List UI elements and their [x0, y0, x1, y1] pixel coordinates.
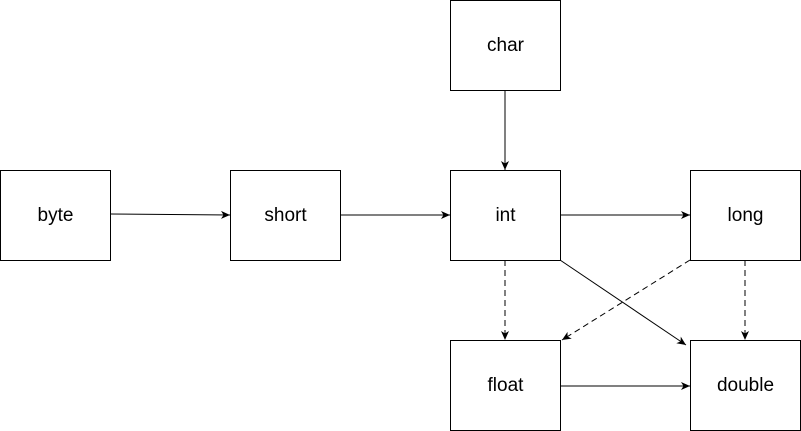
node-float-label: float — [487, 374, 524, 396]
node-byte: byte — [0, 170, 111, 261]
node-char: char — [450, 0, 561, 91]
node-double: double — [690, 340, 801, 431]
node-double-label: double — [716, 374, 775, 396]
node-long: long — [690, 170, 801, 261]
node-byte-label: byte — [37, 204, 74, 226]
node-int: int — [450, 170, 561, 261]
node-int-label: int — [495, 204, 516, 226]
edge-long-to-float — [561, 259, 691, 341]
node-char-label: char — [487, 34, 524, 56]
node-short-label: short — [264, 204, 307, 226]
edge-int-to-double — [559, 259, 687, 346]
node-long-label: long — [727, 204, 764, 226]
edge-byte-to-short — [109, 210, 231, 219]
node-float: float — [450, 340, 561, 431]
node-short: short — [230, 170, 341, 261]
